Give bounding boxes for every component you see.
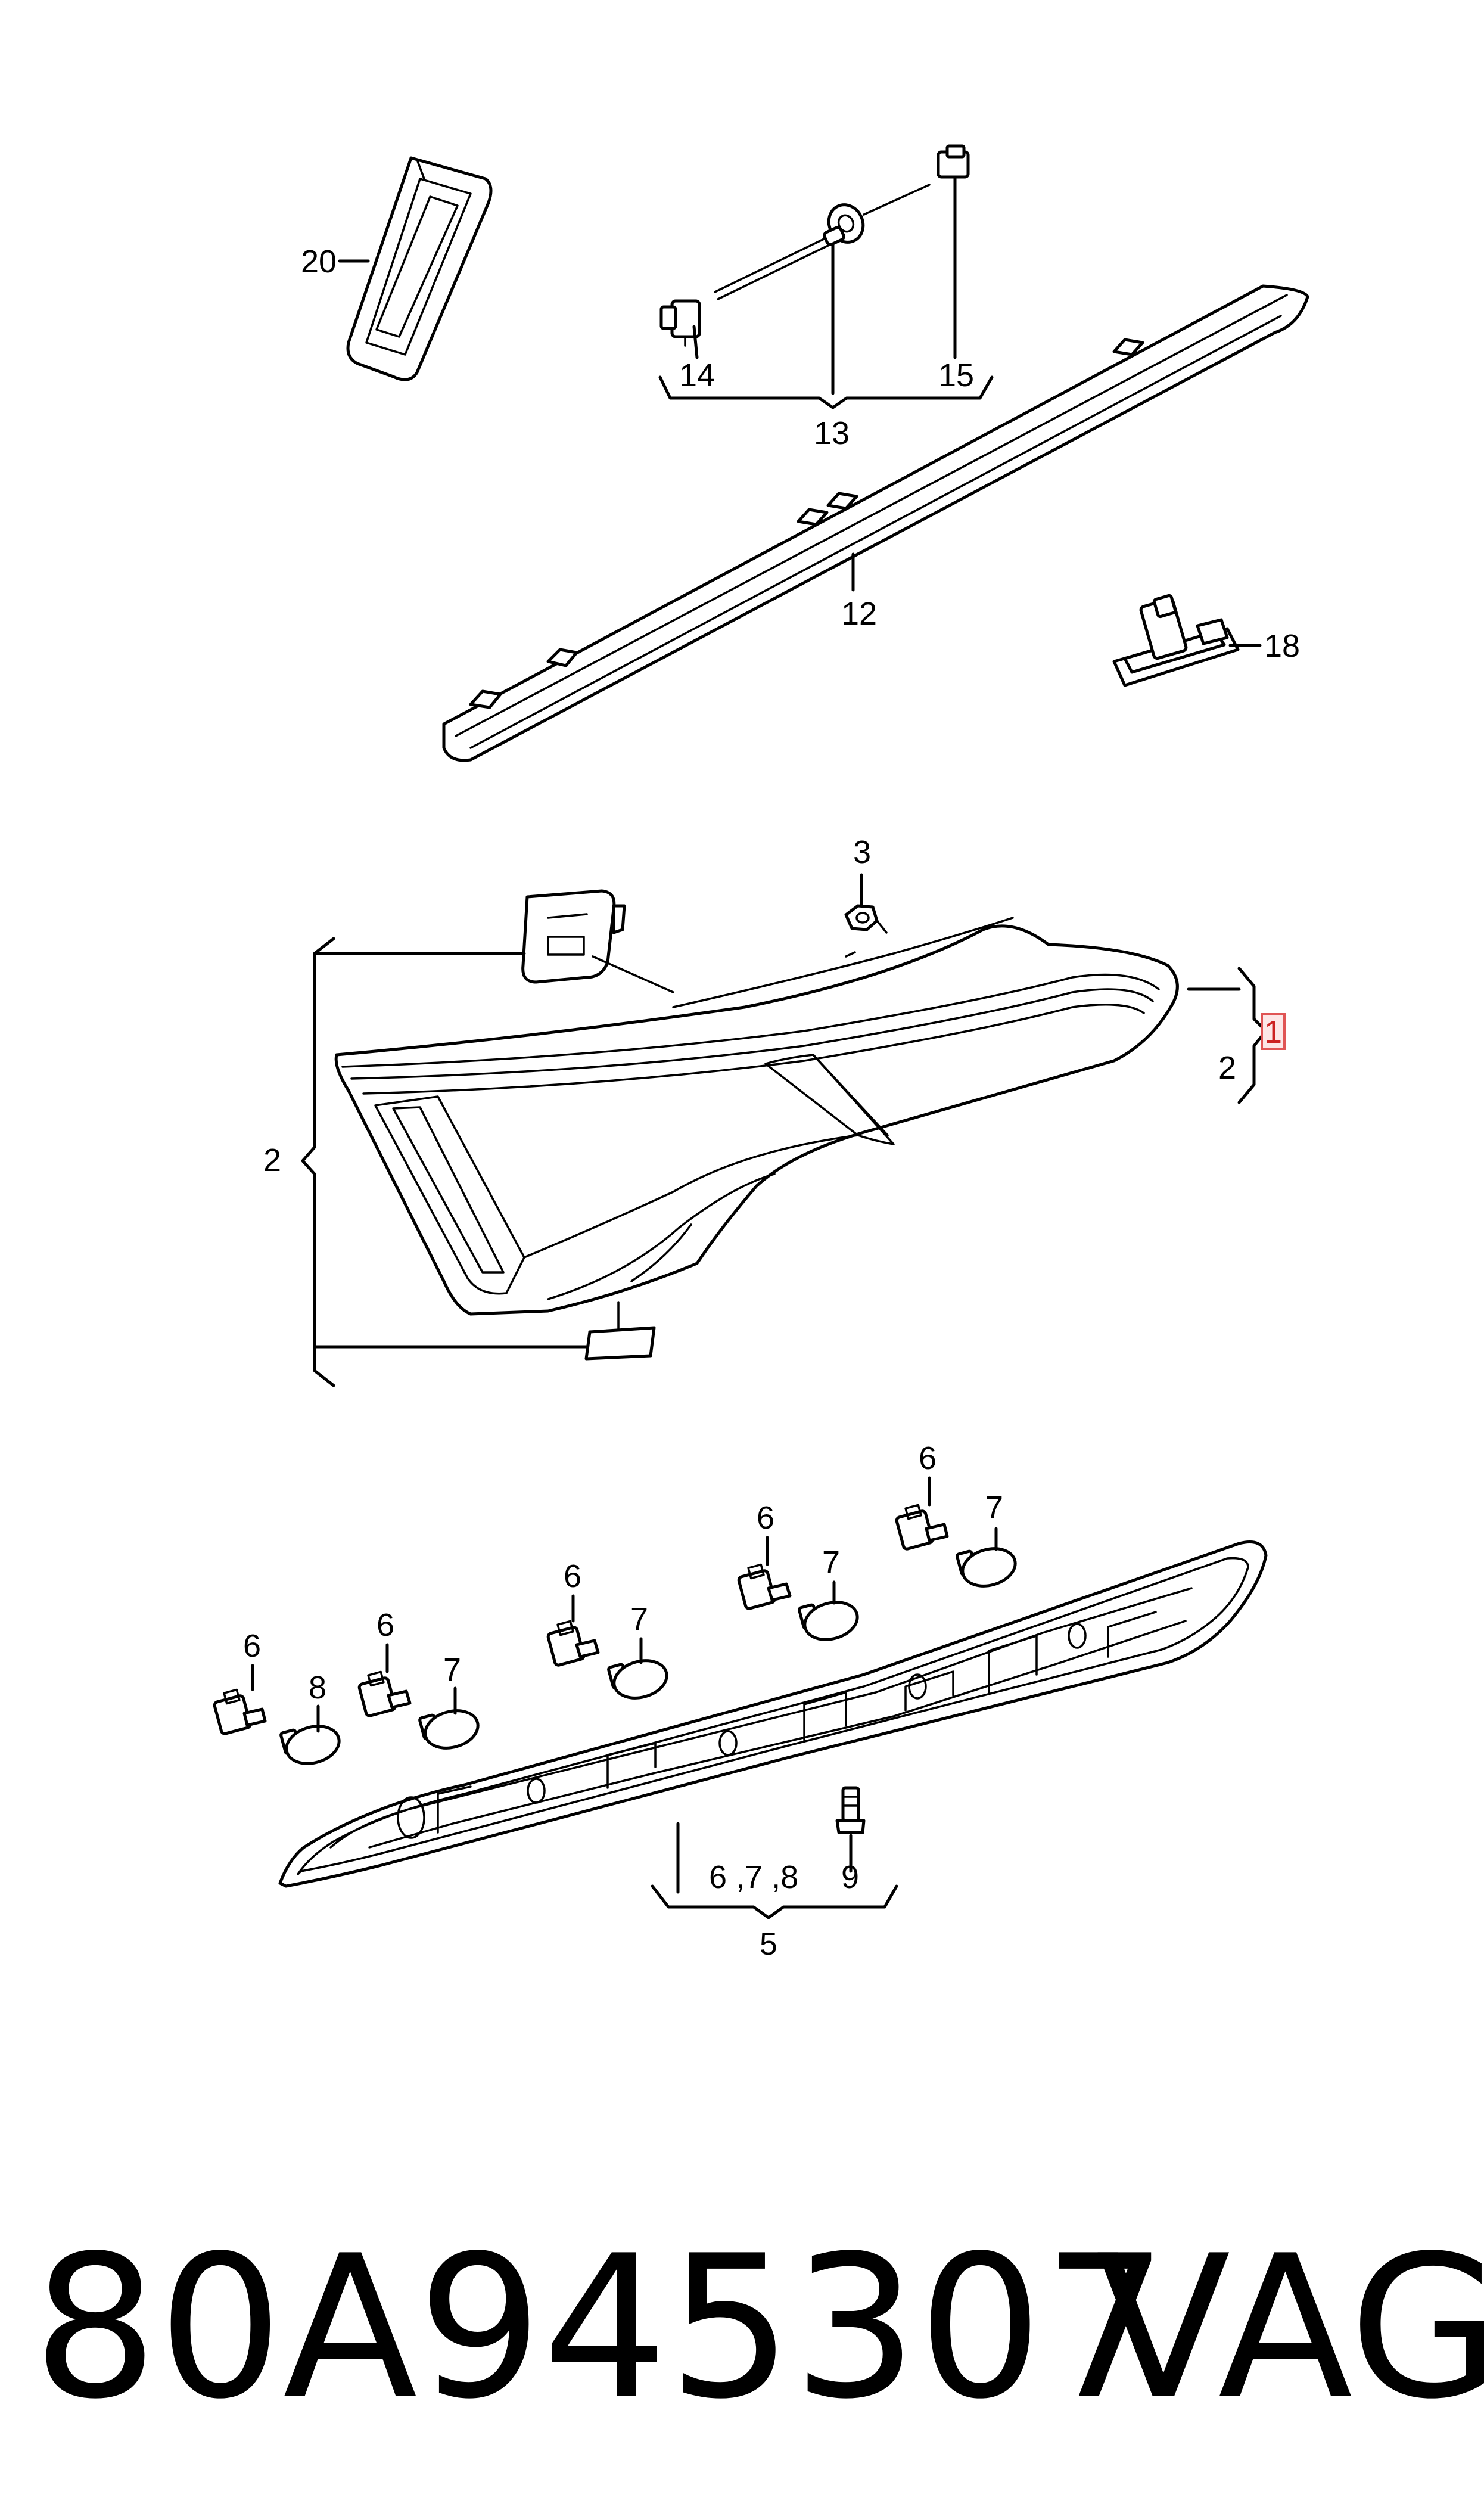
callout-6-c: 6 bbox=[564, 1558, 581, 1594]
part-20-side-reflector[interactable] bbox=[346, 156, 493, 381]
callout-6-b: 6 bbox=[377, 1607, 394, 1643]
bulb-8[interactable] bbox=[279, 1720, 343, 1769]
callout-7-c: 7 bbox=[630, 1601, 648, 1637]
callout-5: 5 bbox=[760, 1926, 777, 1962]
callout-9: 9 bbox=[841, 1859, 859, 1895]
part-18-license-plate-light[interactable] bbox=[1112, 594, 1240, 687]
bracket-13 bbox=[658, 375, 994, 409]
callout-1: 1 bbox=[1264, 1014, 1282, 1050]
callout-7-b: 7 bbox=[443, 1652, 461, 1688]
part-9-screw[interactable] bbox=[835, 1786, 866, 1834]
gasket-leader bbox=[592, 955, 674, 993]
brand-name: VAG bbox=[1096, 2213, 1484, 2442]
part-number: 80A945307 bbox=[33, 2213, 1168, 2442]
bracket-5 bbox=[651, 1884, 898, 1919]
bulb-7-e[interactable] bbox=[956, 1543, 1019, 1591]
callout-15: 15 bbox=[938, 358, 974, 393]
part-5-bulb-carrier[interactable] bbox=[278, 1540, 1268, 1888]
callout-7-d: 7 bbox=[822, 1545, 840, 1580]
callout-2-right: 2 bbox=[1218, 1050, 1236, 1086]
callout-7-e: 7 bbox=[985, 1490, 1003, 1526]
leader-14 bbox=[692, 325, 699, 359]
callout-678: 6 ,7 ,8 bbox=[709, 1859, 798, 1895]
part-13-wiring-harness[interactable] bbox=[659, 144, 970, 347]
callout-12: 12 bbox=[841, 596, 877, 632]
bulb-7-d[interactable] bbox=[798, 1596, 861, 1645]
part-2-tail-light[interactable] bbox=[334, 917, 1179, 1316]
callout-6-d: 6 bbox=[757, 1500, 774, 1536]
bulb-7-b[interactable] bbox=[418, 1705, 482, 1753]
callout-14: 14 bbox=[679, 358, 715, 393]
bracket-left-2 bbox=[301, 937, 335, 1387]
callout-6-e: 6 bbox=[919, 1440, 937, 1476]
part-gasket[interactable] bbox=[521, 889, 626, 984]
callout-18: 18 bbox=[1264, 628, 1300, 664]
part-3-nut[interactable] bbox=[844, 904, 888, 934]
callout-1-highlight[interactable] bbox=[1261, 1013, 1286, 1050]
callout-2-left: 2 bbox=[263, 1142, 281, 1178]
callout-13: 13 bbox=[814, 415, 850, 451]
bulb-socket-6-a[interactable] bbox=[213, 1688, 267, 1735]
bulb-socket-6-e[interactable] bbox=[895, 1504, 949, 1551]
bulb-7-c[interactable] bbox=[607, 1655, 671, 1703]
part-foam-pad[interactable] bbox=[584, 1326, 656, 1361]
callout-8: 8 bbox=[309, 1670, 326, 1706]
bulb-socket-6-d[interactable] bbox=[737, 1563, 792, 1610]
callout-3: 3 bbox=[853, 834, 871, 870]
callout-20: 20 bbox=[301, 244, 337, 279]
callout-6-a: 6 bbox=[243, 1628, 261, 1664]
bulb-socket-6-c[interactable] bbox=[546, 1620, 600, 1667]
bulb-socket-6-b[interactable] bbox=[357, 1670, 412, 1717]
part-12-light-strip[interactable] bbox=[442, 284, 1309, 762]
